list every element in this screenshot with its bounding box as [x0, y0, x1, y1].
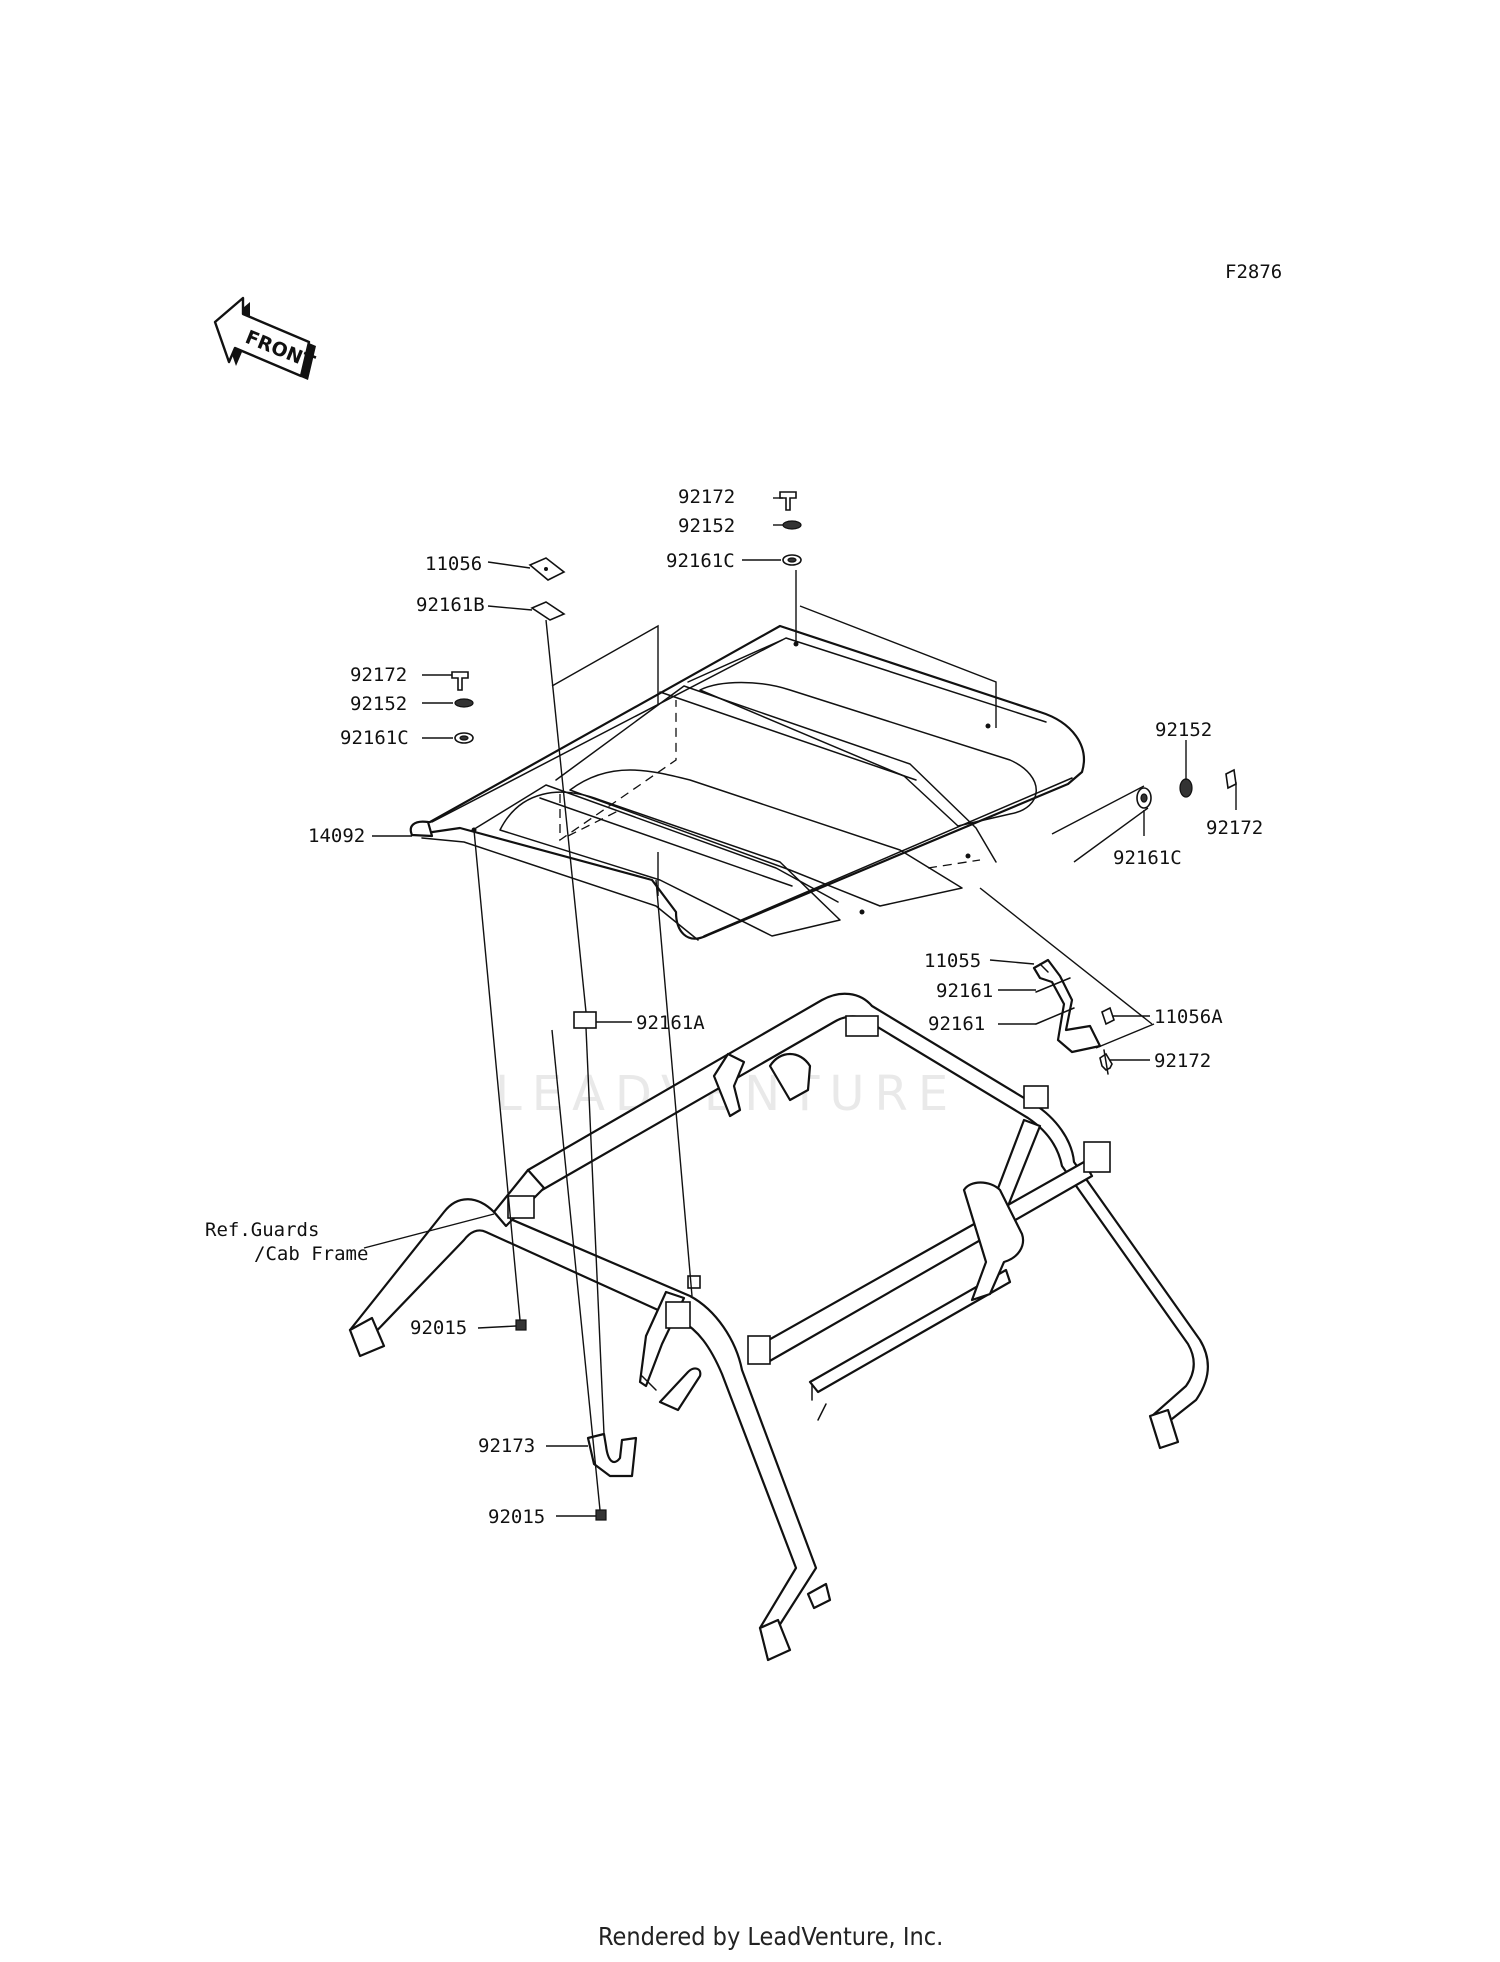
- callout-92172-top: 92172: [678, 486, 735, 508]
- callout-92161a: 92161A: [636, 1012, 705, 1034]
- reference-label-line1: Ref.Guards: [205, 1219, 319, 1241]
- callout-labels: 92172 92152 92161C 11056 92161B 92172 92…: [205, 486, 1263, 1528]
- callout-92172-bracket: 92172: [1154, 1050, 1211, 1072]
- hardware-right: [1136, 768, 1237, 809]
- callout-14092: 14092: [308, 825, 365, 847]
- callout-92152-right: 92152: [1155, 719, 1212, 741]
- callout-92161-upper: 92161: [936, 980, 993, 1002]
- hardware-left: [451, 671, 474, 744]
- bracket-11055: [1032, 958, 1115, 1075]
- hardware-bottom: [515, 1319, 638, 1521]
- callout-92172-right: 92172: [1206, 817, 1263, 839]
- leader-lines: [363, 497, 1237, 1517]
- callout-92161c-top: 92161C: [666, 550, 735, 572]
- callout-92015-lower: 92015: [488, 1506, 545, 1528]
- cab-frame: [348, 992, 1209, 1662]
- callout-92152-left: 92152: [350, 693, 407, 715]
- reference-label-line2: /Cab Frame: [254, 1243, 368, 1265]
- front-arrow-icon: FRONT: [213, 296, 318, 380]
- callout-11056: 11056: [425, 553, 482, 575]
- pad-92161a: [573, 1011, 597, 1029]
- callout-92015-upper: 92015: [410, 1317, 467, 1339]
- hardware-top-center: [779, 491, 802, 566]
- callout-92161c-left: 92161C: [340, 727, 409, 749]
- callout-11055: 11055: [924, 950, 981, 972]
- callout-92161c-right: 92161C: [1113, 847, 1182, 869]
- callout-92161-lower: 92161: [928, 1013, 985, 1035]
- callout-92161b: 92161B: [416, 594, 485, 616]
- callout-92173: 92173: [478, 1435, 535, 1457]
- footer-credit: Rendered by LeadVenture, Inc.: [598, 1922, 943, 1951]
- callout-92172-left: 92172: [350, 664, 407, 686]
- callout-92152-top: 92152: [678, 515, 735, 537]
- hardware-left-top: [528, 557, 566, 621]
- figure-code: F2876: [1225, 261, 1282, 283]
- callout-11056a: 11056A: [1154, 1006, 1223, 1028]
- roof-panel: [409, 624, 1085, 941]
